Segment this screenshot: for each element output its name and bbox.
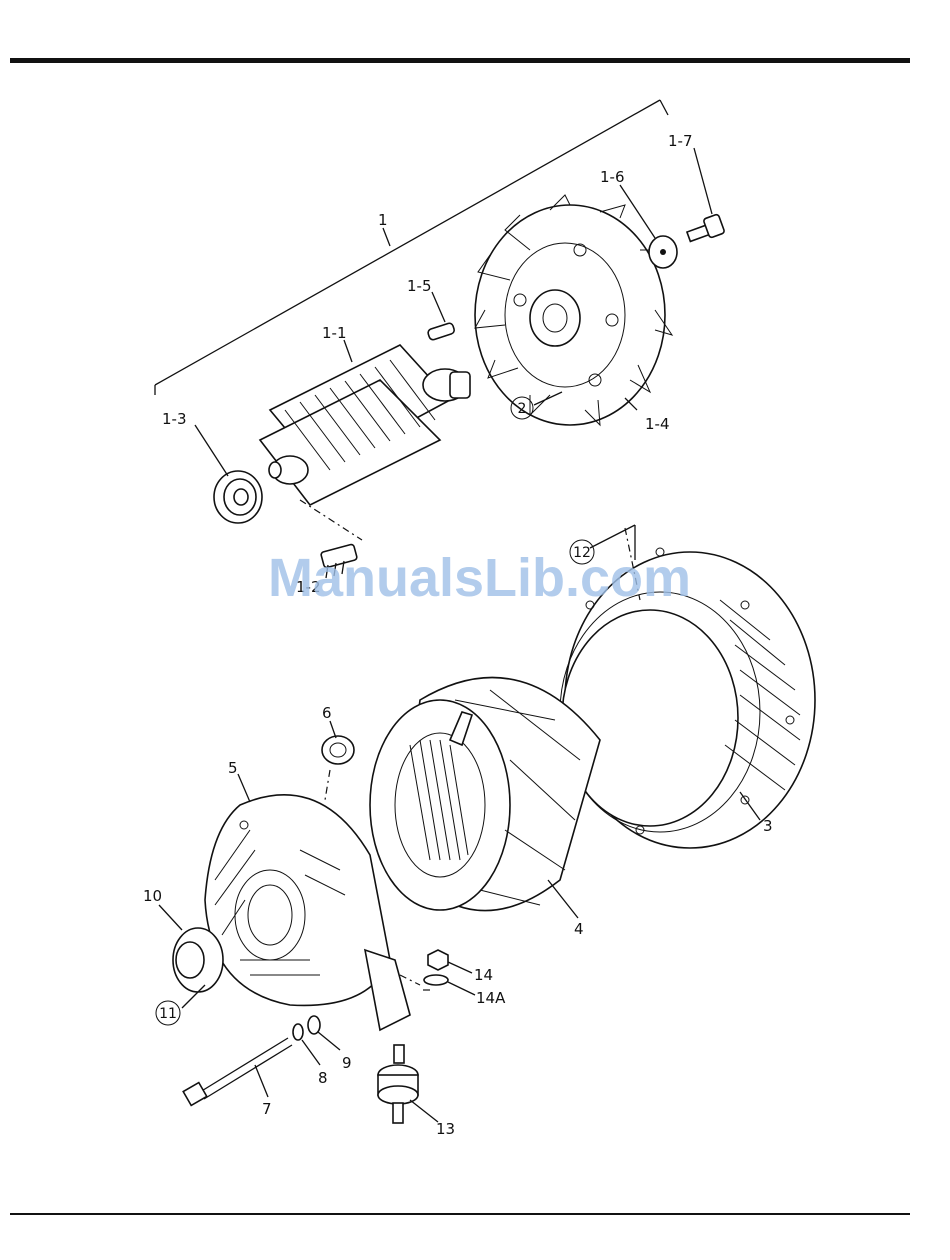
bearing <box>214 471 262 523</box>
label-14a: 14A <box>476 989 506 1007</box>
key <box>427 322 455 340</box>
label-1-5: 1-5 <box>407 277 432 295</box>
label-1-3: 1-3 <box>162 410 187 428</box>
lock-washer <box>293 1024 303 1040</box>
label-1-4: 1-4 <box>645 415 670 433</box>
stator <box>370 678 600 911</box>
label-13: 13 <box>436 1120 455 1138</box>
label-1-1: 1-1 <box>322 324 347 342</box>
label-1: 1 <box>378 211 388 229</box>
rubber-mount <box>378 1045 418 1123</box>
cooling-fan <box>475 195 672 425</box>
svg-text:2: 2 <box>518 401 527 417</box>
nut <box>428 950 448 970</box>
rotor <box>260 345 470 505</box>
washer-1-6 <box>649 236 677 268</box>
label-6: 6 <box>322 704 332 722</box>
label-4: 4 <box>574 920 584 938</box>
label-14: 14 <box>474 966 493 984</box>
nut-washer <box>424 975 448 985</box>
label-3: 3 <box>763 817 773 835</box>
label-9: 9 <box>342 1054 352 1072</box>
label-5: 5 <box>228 759 238 777</box>
circled-label-11: 11 <box>156 1001 180 1025</box>
label-8: 8 <box>318 1069 328 1087</box>
watermark: ManualsLib.com <box>268 548 691 608</box>
grommet <box>322 736 354 764</box>
through-bolt <box>183 1038 292 1105</box>
label-1-7: 1-7 <box>668 132 693 150</box>
bolt-1-7 <box>687 214 725 242</box>
label-10: 10 <box>143 887 162 905</box>
label-1-6: 1-6 <box>600 168 625 186</box>
end-cap <box>173 928 223 992</box>
flat-washer <box>308 1016 320 1034</box>
svg-text:11: 11 <box>159 1006 177 1022</box>
label-7: 7 <box>262 1100 272 1118</box>
